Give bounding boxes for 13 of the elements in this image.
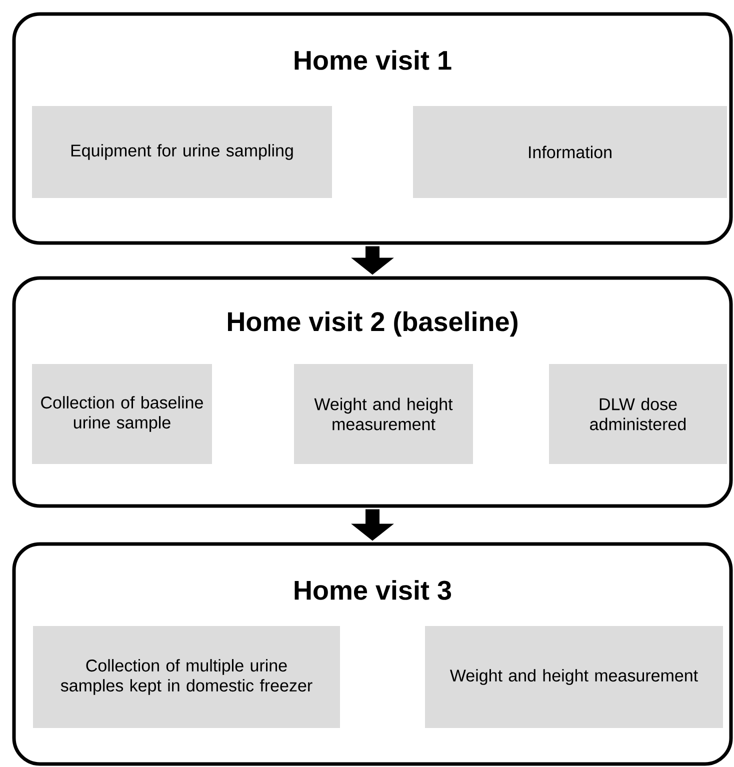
stage-box <box>12 12 733 245</box>
stage-heading: Home visit 2 (baseline) <box>228 311 518 337</box>
step-box: Information <box>413 106 727 198</box>
stage-heading: Home visit 1 <box>294 50 452 70</box>
stage-box <box>12 542 733 766</box>
step-box: Weight and height measurement <box>425 626 723 728</box>
step-box: DLW dose administered <box>549 364 727 464</box>
step-box: Weight and height measurement <box>294 364 473 464</box>
step-box: Collection of multiple urine samples kept in domestic freezer <box>33 626 340 728</box>
step-box: Collection of baseline urine sample <box>32 364 212 464</box>
step-box: Equipment for urine sampling <box>32 106 332 198</box>
stage-heading: Home visit 3 <box>294 580 452 600</box>
stage-box <box>12 276 733 508</box>
